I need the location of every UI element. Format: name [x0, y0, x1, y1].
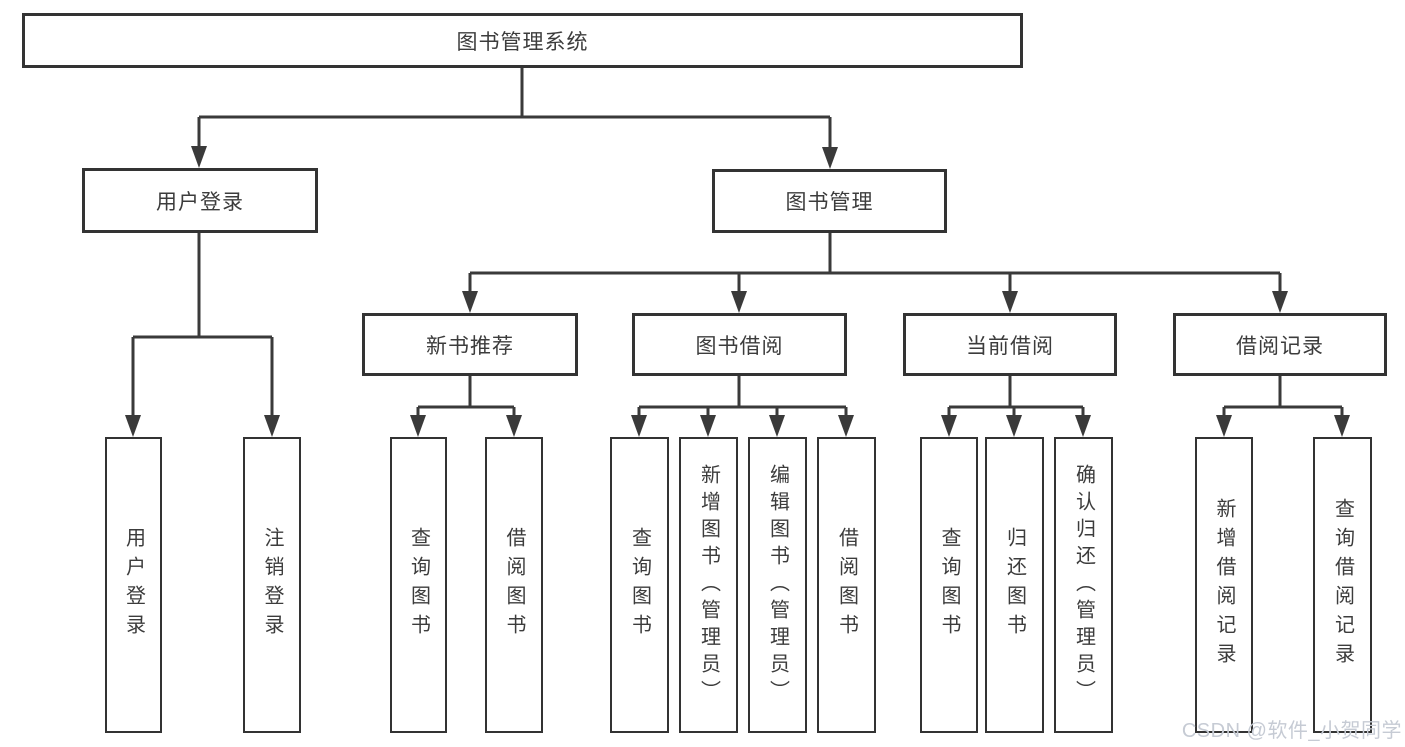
leaf-logout-login: 注销登录: [243, 437, 301, 733]
connector-recommend-to-leaves: [416, 376, 516, 419]
connector-borrowing-to-leaves: [637, 376, 848, 419]
connector-userlogin-to-leaves: [131, 233, 274, 419]
arrowhead: [462, 291, 478, 313]
node-current-borrowing: 当前借阅: [903, 313, 1117, 376]
arrowheads: [125, 146, 1350, 437]
leaf-borrowing-add-book-admin: 新增图书（管理员）: [679, 437, 738, 733]
arrowhead: [838, 415, 854, 437]
leaf-recommend-query-book: 查询图书: [390, 437, 447, 733]
leaf-borrowing-edit-book-admin: 编辑图书（管理员）: [748, 437, 807, 733]
arrowhead: [125, 415, 141, 437]
arrowhead: [191, 146, 207, 168]
leaf-recommend-borrow-book: 借阅图书: [485, 437, 543, 733]
arrowhead: [941, 415, 957, 437]
leaf-records-query-borrow-record: 查询借阅记录: [1313, 437, 1372, 733]
connector-records-to-leaves: [1222, 376, 1344, 419]
leaf-records-add-borrow-record: 新增借阅记录: [1195, 437, 1253, 733]
leaf-current-return-book: 归还图书: [985, 437, 1044, 733]
leaf-user-login: 用户登录: [105, 437, 162, 733]
leaf-current-confirm-return-admin: 确认归还（管理员）: [1054, 437, 1113, 733]
arrowhead: [631, 415, 647, 437]
arrowhead: [1272, 291, 1288, 313]
leaf-current-query-book: 查询图书: [920, 437, 978, 733]
node-borrowing-records: 借阅记录: [1173, 313, 1387, 376]
arrowhead: [822, 147, 838, 169]
csdn-watermark: CSDN @软件_小贺同学: [1181, 720, 1402, 742]
leaf-borrowing-borrow-book: 借阅图书: [817, 437, 876, 733]
arrowhead: [1075, 415, 1091, 437]
node-book-management: 图书管理: [712, 169, 947, 233]
arrowhead: [1006, 415, 1022, 437]
leaf-borrowing-query-book: 查询图书: [610, 437, 669, 733]
connector-current-to-leaves: [947, 376, 1085, 419]
connector-root-to-level2: [197, 68, 832, 151]
arrowhead: [506, 415, 522, 437]
arrowhead: [1334, 415, 1350, 437]
node-book-borrowing: 图书借阅: [632, 313, 847, 376]
arrowhead: [410, 415, 426, 437]
arrowhead: [769, 415, 785, 437]
arrowhead: [731, 291, 747, 313]
arrowhead: [1002, 291, 1018, 313]
node-user-login: 用户登录: [82, 168, 318, 233]
arrowhead: [1216, 415, 1232, 437]
node-new-book-recommendation: 新书推荐: [362, 313, 578, 376]
arrowhead: [264, 415, 280, 437]
arrowhead: [700, 415, 716, 437]
node-library-management-system: 图书管理系统: [22, 13, 1023, 68]
connector-bookmgmt-to-level3: [468, 233, 1282, 295]
